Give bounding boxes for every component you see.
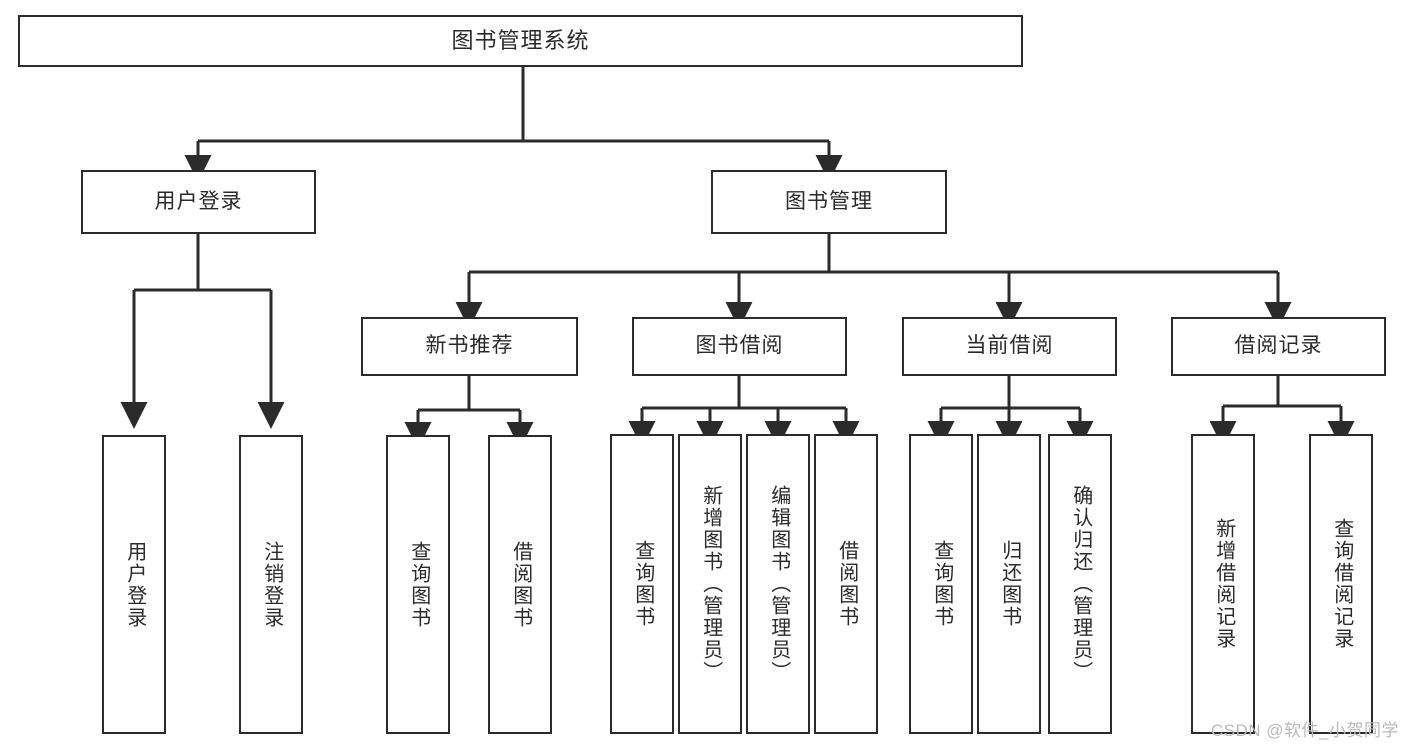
node-borrow-record[interactable]: 借阅记录 — [1171, 317, 1386, 376]
node-book-management[interactable]: 图书管理 — [711, 170, 947, 234]
node-new-book-recommend-label: 新书推荐 — [425, 334, 514, 358]
node-borrow-record-label: 借阅记录 — [1234, 334, 1323, 358]
leaf-new-book-borrow[interactable]: 借阅图书 — [488, 435, 552, 734]
leaf-user-login-logout[interactable]: 注销登录 — [239, 435, 303, 734]
leaf-current-borrow-query[interactable]: 查询图书 — [909, 434, 973, 734]
node-current-borrow[interactable]: 当前借阅 — [902, 317, 1117, 376]
leaf-book-borrow-add[interactable]: 新增图书（管理员） — [678, 434, 742, 734]
leaf-current-borrow-confirm-return[interactable]: 确认归还（管理员） — [1048, 434, 1112, 734]
leaf-book-borrow-edit[interactable]: 编辑图书（管理员） — [746, 434, 810, 734]
leaf-label: 查询图书 — [631, 540, 654, 628]
leaf-label: 注销登录 — [260, 540, 283, 629]
leaf-label: 归还图书 — [998, 540, 1021, 628]
node-root-label: 图书管理系统 — [451, 28, 590, 54]
node-current-borrow-label: 当前借阅 — [965, 334, 1054, 358]
node-root[interactable]: 图书管理系统 — [18, 15, 1023, 67]
leaf-label: 新增图书（管理员） — [699, 485, 722, 683]
node-user-login-label: 用户登录 — [154, 189, 243, 213]
watermark: CSDN @软件_小贺同学 — [1210, 721, 1399, 740]
node-book-borrow[interactable]: 图书借阅 — [632, 317, 847, 376]
leaf-label: 查询图书 — [930, 540, 953, 628]
node-new-book-recommend[interactable]: 新书推荐 — [361, 317, 578, 376]
leaf-current-borrow-return[interactable]: 归还图书 — [977, 434, 1041, 734]
leaf-label: 编辑图书（管理员） — [767, 485, 790, 683]
leaf-borrow-record-query[interactable]: 查询借阅记录 — [1309, 434, 1373, 734]
leaf-label: 查询借阅记录 — [1330, 518, 1353, 650]
node-book-borrow-label: 图书借阅 — [695, 334, 784, 358]
leaf-label: 借阅图书 — [509, 540, 532, 629]
leaf-new-book-query[interactable]: 查询图书 — [386, 435, 450, 734]
leaf-label: 借阅图书 — [835, 540, 858, 628]
leaf-borrow-record-add[interactable]: 新增借阅记录 — [1191, 434, 1255, 734]
leaf-label: 用户登录 — [123, 540, 146, 629]
leaf-label: 确认归还（管理员） — [1069, 485, 1092, 683]
node-book-management-label: 图书管理 — [785, 189, 873, 213]
leaf-book-borrow-borrow[interactable]: 借阅图书 — [814, 434, 878, 734]
node-user-login[interactable]: 用户登录 — [81, 170, 316, 234]
leaf-label: 查询图书 — [407, 540, 430, 629]
leaf-book-borrow-query[interactable]: 查询图书 — [610, 434, 674, 734]
leaf-label: 新增借阅记录 — [1212, 518, 1235, 650]
leaf-user-login-login[interactable]: 用户登录 — [102, 435, 166, 734]
